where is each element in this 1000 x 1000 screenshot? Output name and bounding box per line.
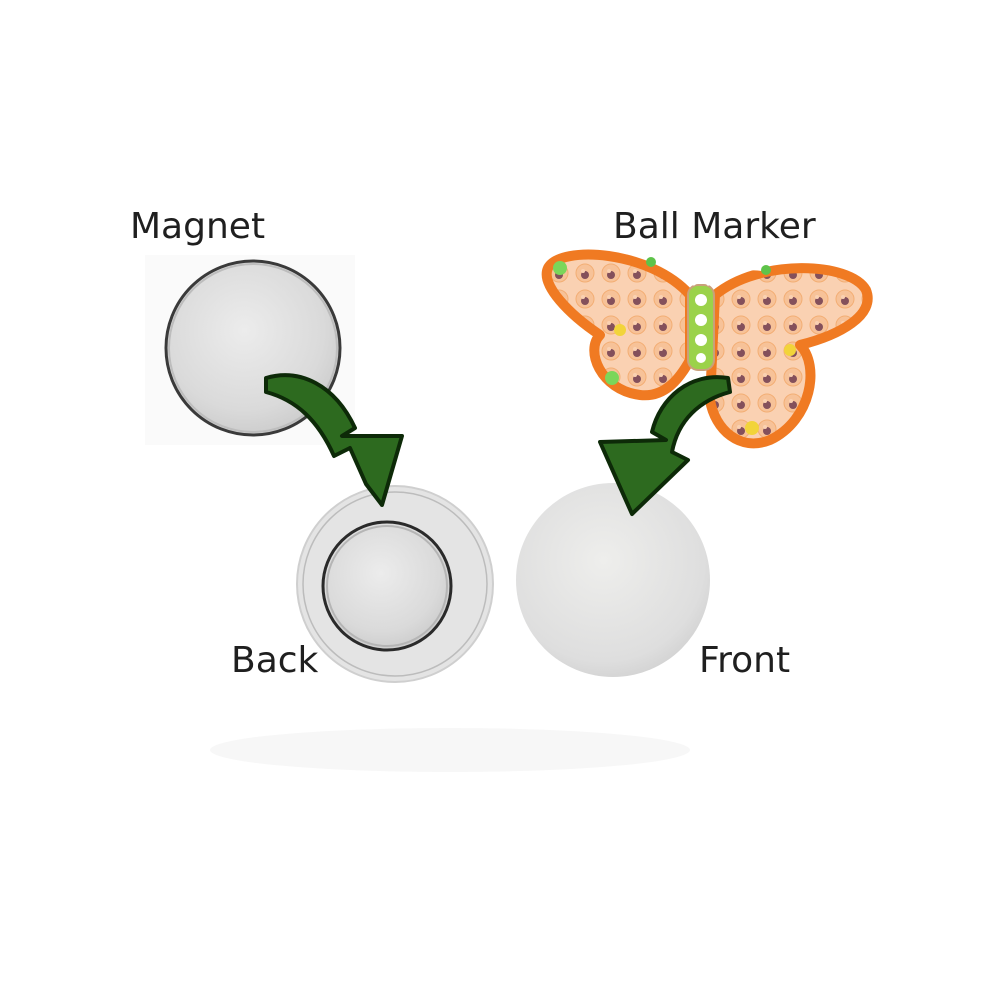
back-label: Back [231,640,319,681]
curved-arrow-left-icon [264,373,404,507]
coin-back-icon [296,485,494,683]
front-label: Front [699,640,791,681]
magnet-label: Magnet [130,206,266,247]
curved-arrow-right-icon [598,375,732,516]
coin-front-icon [516,483,710,677]
ball-marker-label: Ball Marker [613,206,816,247]
shadow-smudge [210,728,690,772]
butterfly-ball-marker-icon [541,249,873,449]
